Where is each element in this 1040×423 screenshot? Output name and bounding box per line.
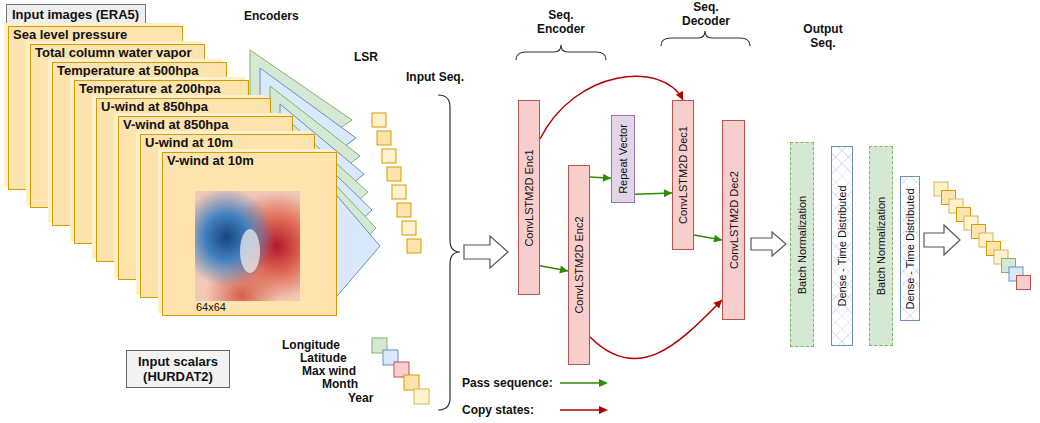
layer-label: Dense - Time Distributed [904, 188, 916, 309]
section-heading: Seq. Decoder [671, 0, 741, 29]
input-seq-brace [438, 95, 460, 410]
legend-label: Pass sequence: [462, 376, 553, 390]
layer-label: Batch Normalization [796, 195, 808, 293]
hollow-arrow [924, 225, 960, 255]
layer-label: Batch Normalization [875, 197, 887, 295]
legend-sample [560, 379, 608, 414]
node-label: Sea level pressure [13, 27, 178, 42]
node-label: V-wind at 850hpa [123, 117, 288, 132]
batch-norm-layer: Batch Normalization [790, 142, 814, 347]
layer-label: ConvLSTM2D Dec2 [728, 171, 740, 269]
node-label: Input images (ERA5) [12, 7, 140, 22]
hollow-arrow [464, 236, 508, 268]
arrow-head [714, 300, 722, 308]
part-label: Encoders [244, 9, 299, 23]
hollow-connector [751, 232, 786, 256]
scalar-squares [372, 338, 429, 404]
convlstm-layer: ConvLSTM2D Enc1 [518, 100, 540, 295]
connector [590, 300, 722, 359]
dense-layer: Dense - Time Distributed [831, 146, 853, 346]
layer-label: Dense - Time Distributed [836, 185, 848, 306]
scalar-input-box: Input scalars (HURDAT2) [126, 350, 230, 388]
layer-label: ConvLSTM2D Dec1 [677, 126, 689, 224]
convlstm-layer: ConvLSTM2D Enc2 [568, 165, 590, 365]
convlstm-layer: ConvLSTM2D Dec2 [722, 120, 745, 320]
layer-label: ConvLSTM2D Enc2 [573, 216, 585, 313]
title-box: Input images (ERA5) [6, 4, 146, 25]
section-heading: Seq. Encoder [526, 8, 596, 37]
dense-layer: Dense - Time Distributed [900, 176, 920, 321]
arrow-head [559, 266, 568, 274]
repeat-vector-layer: Repeat Vector [611, 115, 635, 203]
arrow-head [664, 189, 672, 197]
node-label: Temperature at 500hpa [57, 63, 222, 78]
lsr-squares [372, 113, 421, 253]
weather-field-image [195, 191, 300, 301]
arrow-head [603, 174, 611, 182]
section-heading: Output Seq. [795, 22, 851, 51]
node-label: U-wind at 10m [145, 135, 310, 150]
node-label: U-wind at 850hpa [101, 99, 266, 114]
seq-encoder-brace [516, 45, 606, 60]
legend-label: Copy states: [462, 403, 534, 417]
node-label: Total column water vapor [35, 45, 200, 60]
part-label: LSR [354, 50, 378, 64]
part-label: Year [348, 391, 373, 405]
layer-label: Repeat Vector [617, 124, 629, 194]
convlstm-layer: ConvLSTM2D Dec1 [672, 100, 694, 250]
input-image-layer: V-wind at 10m [162, 152, 337, 316]
node-label: Input scalars (HURDAT2) [132, 354, 224, 384]
seq-decoder-brace [661, 31, 750, 46]
node-label: Temperature at 200hpa [79, 81, 244, 96]
part-label: Input Seq. [406, 70, 464, 84]
batch-norm-layer: Batch Normalization [869, 146, 893, 346]
part-label: Longitude [282, 338, 340, 352]
part-label: Max wind [302, 364, 356, 378]
layer-label: ConvLSTM2D Enc1 [523, 149, 535, 246]
part-label: Latitude [300, 351, 347, 365]
part-label: Month [322, 377, 358, 391]
part-label: 64x64 [196, 301, 226, 313]
arrow-head [676, 91, 683, 100]
arrow-head [713, 235, 722, 243]
node-label: V-wind at 10m [167, 153, 332, 168]
output-sequence-squares [934, 182, 1031, 290]
